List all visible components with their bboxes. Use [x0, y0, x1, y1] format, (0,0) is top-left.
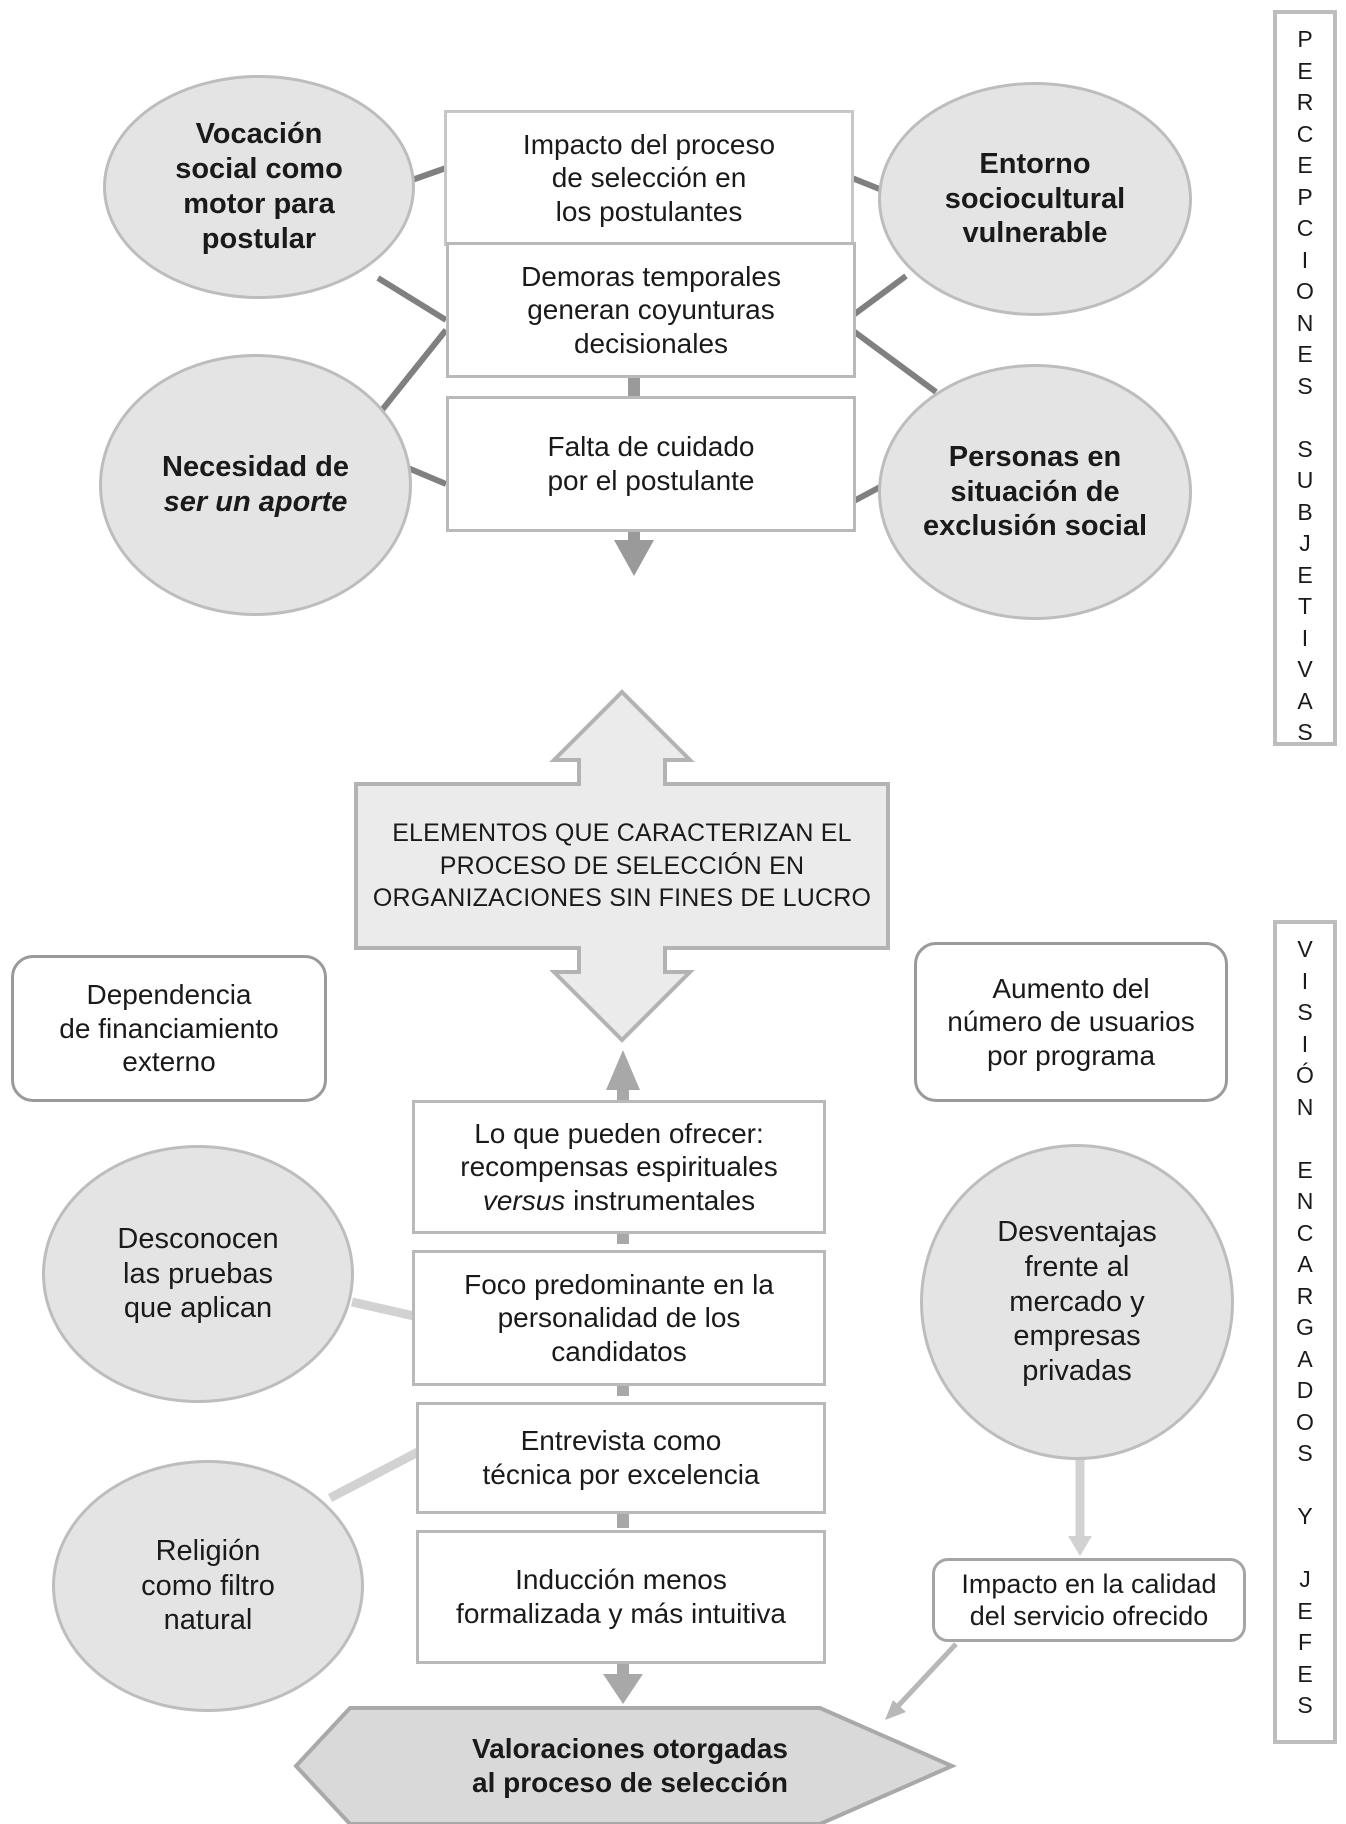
vision-letter: J	[1299, 1566, 1311, 1592]
ofrecer-box: Lo que pueden ofrecer: recompensas espir…	[412, 1100, 826, 1234]
perceptions-letter: A	[1297, 687, 1313, 714]
perceptions-letter: S	[1297, 435, 1313, 462]
perceptions-letter: C	[1296, 215, 1314, 241]
center-double-arrow	[354, 689, 890, 1043]
vision-letter: G	[1296, 1314, 1314, 1340]
vision-letter: V	[1297, 936, 1313, 962]
vision-letter: I	[1301, 967, 1309, 994]
religion-ellipse: Religión como filtro natural	[52, 1460, 364, 1712]
falta-box: Falta de cuidado por el postulante	[446, 396, 856, 532]
demoras-box: Demoras temporales generan coyunturas de…	[446, 242, 856, 378]
center-label: ELEMENTOS QUE CARACTERIZAN EL PROCESO DE…	[372, 819, 872, 913]
vision-letter	[1302, 1470, 1308, 1502]
vision-letter: S	[1297, 999, 1313, 1025]
vision-letter: O	[1296, 1408, 1314, 1435]
vision-letter: E	[1297, 1156, 1313, 1183]
perceptions-letter: R	[1296, 89, 1314, 115]
perceptions-letter: B	[1297, 498, 1313, 525]
ofrecer-text: Lo que pueden ofrecer: recompensas espir…	[460, 1117, 778, 1218]
vision-letter: R	[1296, 1282, 1314, 1309]
perceptions-letter: I	[1301, 624, 1309, 651]
perceptions-letter: E	[1297, 57, 1313, 84]
aumento-box: Aumento del número de usuarios por progr…	[914, 942, 1228, 1102]
perceptions-letter: P	[1297, 26, 1313, 52]
ofrecer-versus: versus	[482, 1184, 566, 1216]
vision-letter: S	[1297, 1440, 1313, 1466]
desventajas-ellipse: Desventajas frente al mercado y empresas…	[920, 1144, 1234, 1460]
perceptions-letter: O	[1296, 278, 1314, 304]
perceptions-letter	[1302, 402, 1308, 434]
vision-letter: S	[1297, 1692, 1313, 1718]
desconocen-ellipse: Desconocen las pruebas que aplican	[42, 1145, 354, 1403]
perceptions-letter: E	[1297, 341, 1313, 367]
perceptions-letter: S	[1297, 719, 1313, 745]
vision-letter: I	[1301, 1030, 1309, 1057]
ofrecer-pre: Lo que pueden ofrecer: recompensas espir…	[460, 1117, 778, 1183]
perceptions-letter: E	[1297, 561, 1313, 588]
valoraciones-hexagon	[293, 1706, 957, 1824]
ofrecer-post: instrumentales	[565, 1184, 756, 1216]
perceptions-letter: T	[1297, 593, 1313, 619]
entorno-ellipse: Entorno sociocultural vulnerable	[878, 82, 1192, 316]
valoraciones-label: Valoraciones otorgadas al proceso de sel…	[472, 1733, 788, 1798]
foco-box: Foco predominante en la personalidad de …	[412, 1250, 826, 1386]
perceptions-letter: J	[1299, 530, 1311, 556]
perceptions-letter: C	[1296, 120, 1314, 147]
vocacion-ellipse: Vocación social como motor para postular	[103, 75, 415, 299]
exclusion-ellipse: Personas en situación de exclusión socia…	[878, 364, 1192, 620]
perceptions-letter: E	[1297, 152, 1313, 178]
perceptions-letter: I	[1301, 246, 1309, 273]
perceptions-letter: U	[1296, 467, 1314, 493]
impacto-calidad-box: Impacto en la calidad del servicio ofrec…	[932, 1558, 1246, 1642]
vision-letter: A	[1297, 1251, 1313, 1277]
vision-letter: E	[1297, 1660, 1313, 1687]
vision-letter	[1302, 1123, 1308, 1155]
perceptions-letter: V	[1297, 656, 1313, 682]
perceptions-letter: S	[1297, 372, 1313, 399]
perceptions-letter: N	[1296, 309, 1314, 336]
induccion-box: Inducción menos formalizada y más intuit…	[416, 1530, 826, 1664]
vision-letter: E	[1297, 1597, 1313, 1624]
perceptions-letter: P	[1297, 183, 1313, 210]
impacto-box: Impacto del proceso de selección en los …	[444, 110, 854, 246]
necesidad-line2: ser un aporte	[163, 486, 348, 518]
vision-letter: N	[1296, 1188, 1314, 1214]
vision-letter: D	[1296, 1377, 1314, 1403]
necesidad-ellipse: Necesidad de ser un aporte	[99, 354, 412, 616]
entrevista-box: Entrevista como técnica por excelencia	[416, 1402, 826, 1514]
vision-letter: N	[1296, 1093, 1314, 1120]
vision-letter: Y	[1297, 1503, 1313, 1529]
vision-letter: Ó	[1296, 1062, 1314, 1088]
dependencia-box: Dependencia de financiamiento externo	[11, 955, 327, 1102]
vision-letter: F	[1297, 1629, 1313, 1655]
vision-letter: C	[1296, 1219, 1314, 1246]
necesidad-line1: Necesidad de	[162, 451, 349, 484]
vision-letter: A	[1297, 1345, 1313, 1372]
vision-letter	[1302, 1533, 1308, 1565]
